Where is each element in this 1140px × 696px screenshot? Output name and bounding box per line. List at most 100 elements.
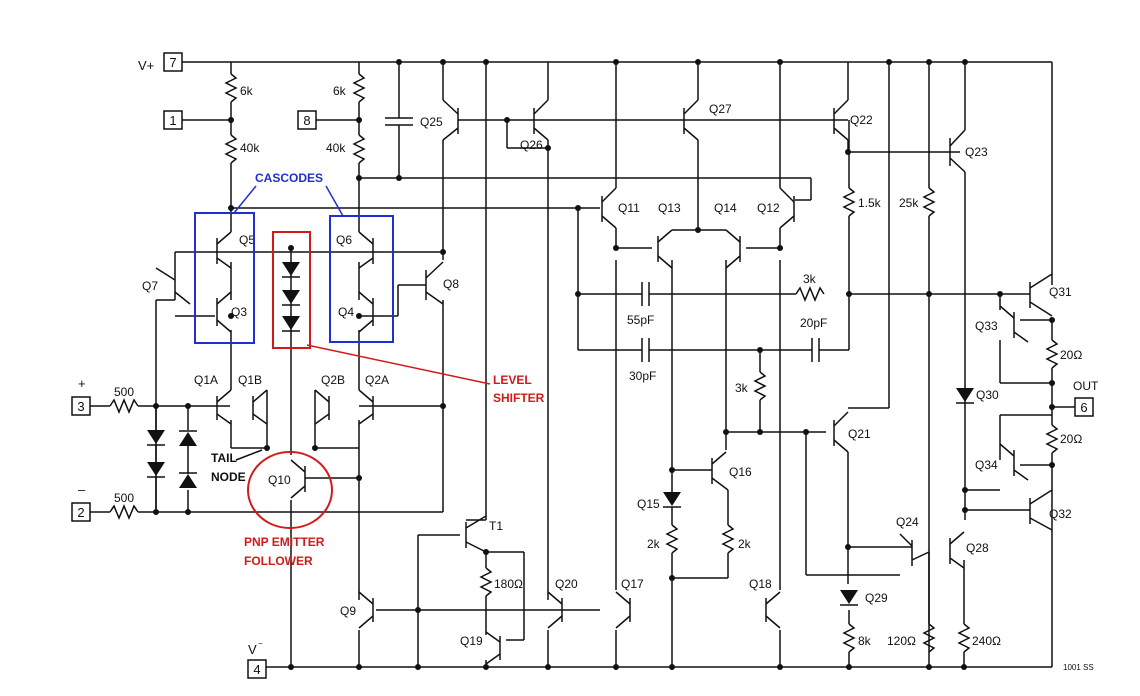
pin-num-4: 4 [253, 662, 260, 677]
label-q5: Q5 [239, 233, 255, 247]
label-q27: Q25 [420, 115, 443, 129]
q5 [216, 231, 232, 269]
label-q21: Q21 [848, 427, 871, 441]
pin-8: 8 [297, 110, 359, 130]
q7 [155, 267, 191, 305]
label-q24: Q22 [850, 113, 873, 127]
label-q16: Q16 [729, 465, 752, 479]
label-q31: Q31 [1049, 285, 1072, 299]
label-q3: Q3 [231, 305, 247, 319]
label-q1a: Q1A [194, 373, 218, 387]
annotation-pnp-follower: PNP EMITTER FOLLOWER [244, 451, 333, 568]
q10 [290, 459, 315, 499]
q25 [949, 129, 966, 173]
pin-num-1: 1 [169, 113, 176, 128]
q4 [358, 291, 374, 333]
res-20-ohm-top: 20Ω [1060, 348, 1082, 362]
label-q6: Q6 [336, 233, 352, 247]
q8 [425, 261, 444, 305]
q34 [999, 443, 1029, 481]
q12 [779, 187, 795, 229]
q17 [615, 591, 631, 629]
label-q1b: Q1B [238, 373, 262, 387]
label-q28: Q26 [520, 138, 543, 152]
res-6k-left: 6k [240, 84, 254, 98]
cascodes-text: CASCODES [255, 171, 323, 185]
plus-sign: + [78, 376, 86, 391]
res-2k-left: 2k [647, 537, 661, 551]
res-3k-horizontal: 3k [803, 272, 817, 286]
label-q12: Q12 [757, 201, 780, 215]
q21 [833, 411, 849, 453]
q23 [949, 531, 965, 569]
q2b [314, 389, 330, 425]
t1 [465, 515, 487, 553]
label-q20: Q20 [555, 577, 578, 591]
svg-text:−: − [258, 639, 263, 648]
res-40k-right: 40k [326, 141, 346, 155]
res-3k-vertical: 3k [735, 381, 749, 395]
res-1-5k: 1.5k [858, 196, 882, 210]
label-q13: Q13 [658, 201, 681, 215]
follower-text: FOLLOWER [244, 554, 313, 568]
q19 [485, 631, 501, 665]
label-q19: Q19 [460, 634, 483, 648]
q27 [442, 99, 507, 141]
label-q2b: Q2B [321, 373, 345, 387]
res-500-top: 500 [114, 385, 134, 399]
footer-code: 1001 SS [1063, 663, 1094, 672]
label-q30: Q29 [865, 591, 888, 605]
q18 [765, 591, 781, 629]
label-q2a: Q2A [365, 373, 389, 387]
label-q33: Q33 [975, 319, 998, 333]
pin-2-inverting: – 2 [71, 482, 91, 522]
q11 [601, 187, 617, 229]
q3 [216, 291, 232, 333]
label-t1: T1 [489, 519, 503, 533]
label-q7: Q7 [142, 279, 158, 293]
label-q23: Q28 [966, 541, 989, 555]
minus-sign: – [78, 482, 86, 497]
res-40k-left: 40k [240, 141, 260, 155]
tail-text: TAIL [211, 451, 237, 465]
label-q18: Q18 [749, 577, 772, 591]
capacitors: 55pF 30pF 20pF [385, 62, 849, 383]
pin-num-2: 2 [77, 505, 84, 520]
label-q14: Q14 [714, 201, 737, 215]
annotation-level-shifter: LEVEL SHIFTER [272, 231, 545, 405]
q32 [1029, 489, 1053, 531]
pin-v-minus: V − 4 [247, 639, 267, 679]
label-q34: Q34 [975, 458, 998, 472]
res-500-bottom: 500 [114, 491, 134, 505]
q1a [216, 389, 232, 425]
level-text: LEVEL [493, 373, 532, 387]
junction-dots [153, 59, 1055, 670]
q16 [711, 451, 729, 491]
q31 [1029, 273, 1053, 317]
q13 [657, 229, 673, 269]
res-2k-right: 2k [738, 537, 752, 551]
pin-3-noninverting: + 3 [71, 376, 91, 416]
label-q22: Q24 [896, 515, 919, 529]
label-q26: Q30 [976, 388, 999, 402]
pin-6-output: OUT 6 [1052, 379, 1099, 417]
pin-v-plus: V+ 7 [138, 52, 183, 73]
out-label: OUT [1073, 379, 1099, 393]
q28 [533, 99, 549, 141]
res-6k-right: 6k [333, 84, 347, 98]
label-q29: Q27 [709, 102, 732, 116]
pin-1: 1 [163, 110, 231, 130]
res-240-ohm: 240Ω [972, 634, 1001, 648]
q9 [358, 591, 374, 629]
label-q11: Q11 [618, 201, 640, 215]
transistor-symbols [155, 99, 1053, 665]
pnp-emitter-text: PNP EMITTER [244, 535, 325, 549]
q1b [252, 389, 268, 425]
label-q4: Q4 [338, 305, 354, 319]
annotation-tail-node: TAIL NODE [211, 449, 263, 484]
resistors: 6k 40k 6k 40k 500 500 3k 3k [90, 62, 1082, 667]
res-8k: 8k [858, 634, 872, 648]
res-180-ohm: 180Ω [494, 577, 523, 591]
cap-30pf: 30pF [629, 369, 656, 383]
